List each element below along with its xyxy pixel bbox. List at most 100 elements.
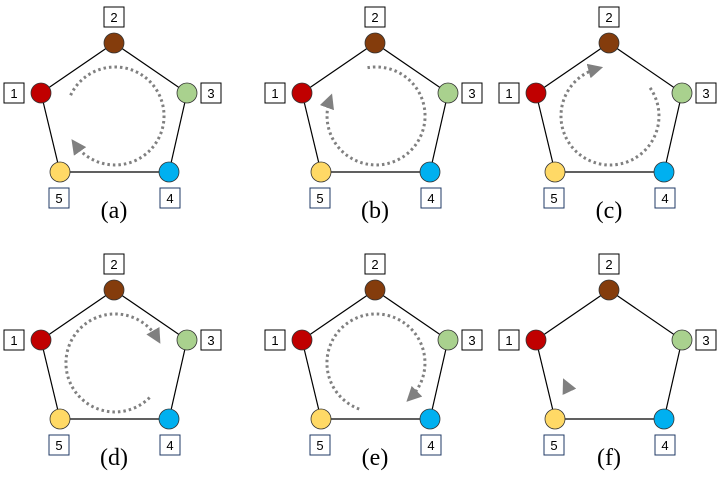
node-label-2: 2 [371, 257, 378, 272]
node-2 [598, 279, 620, 301]
node-label-1: 1 [271, 333, 278, 348]
node-label-box-5 [543, 434, 565, 456]
node-label-1: 1 [505, 333, 512, 348]
node-label-1: 1 [271, 86, 278, 101]
rotation-arrow [64, 312, 161, 414]
rotation-arrow [325, 312, 427, 411]
node-label-box-4 [420, 434, 442, 456]
node-label-2: 2 [605, 257, 612, 272]
node-5 [49, 408, 71, 430]
node-label-box-2 [364, 253, 386, 275]
node-1 [291, 82, 313, 104]
node-5 [310, 408, 332, 430]
node-label-box-3 [200, 82, 222, 104]
node-label-4: 4 [166, 438, 173, 453]
node-label-2: 2 [110, 257, 117, 272]
node-label-box-5 [543, 187, 565, 209]
node-label-box-5 [309, 187, 331, 209]
node-label-5: 5 [55, 438, 62, 453]
node-1 [30, 329, 52, 351]
panel-caption: (f) [597, 445, 621, 471]
rotation-arrow [562, 378, 577, 396]
panel-b: 1 2 3 4 5 (b) [264, 6, 483, 224]
node-label-box-1 [3, 329, 25, 351]
node-5 [544, 161, 566, 183]
node-label-4: 4 [427, 438, 434, 453]
node-1 [525, 82, 547, 104]
node-4 [158, 161, 180, 183]
node-label-4: 4 [661, 191, 668, 206]
node-label-box-1 [264, 82, 286, 104]
panel-e: 1 2 3 4 5 (e) [264, 253, 483, 471]
node-label-5: 5 [316, 438, 323, 453]
node-label-box-3 [461, 329, 483, 351]
node-label-box-3 [461, 82, 483, 104]
node-label-box-2 [598, 6, 620, 28]
node-label-box-4 [159, 187, 181, 209]
node-label-box-2 [103, 6, 125, 28]
node-4 [653, 408, 675, 430]
node-2 [364, 32, 386, 54]
node-label-5: 5 [550, 191, 557, 206]
node-4 [158, 408, 180, 430]
node-label-box-3 [695, 329, 717, 351]
node-label-5: 5 [55, 191, 62, 206]
rotation-arrow [559, 63, 661, 167]
pentagon-edges [301, 289, 449, 420]
node-label-3: 3 [468, 333, 475, 348]
node-label-3: 3 [207, 86, 214, 101]
pentagon-edges [535, 289, 683, 420]
node-label-box-5 [48, 187, 70, 209]
node-label-box-1 [3, 82, 25, 104]
pentagon-edges [301, 42, 449, 173]
node-label-box-3 [200, 329, 222, 351]
node-4 [419, 161, 441, 183]
node-label-3: 3 [468, 86, 475, 101]
node-label-box-4 [159, 434, 181, 456]
node-label-box-1 [498, 329, 520, 351]
node-1 [291, 329, 313, 351]
node-label-5: 5 [316, 191, 323, 206]
node-label-box-1 [498, 82, 520, 104]
node-label-3: 3 [702, 333, 709, 348]
node-4 [653, 161, 675, 183]
node-label-box-5 [309, 434, 331, 456]
node-3 [176, 329, 198, 351]
node-label-box-2 [598, 253, 620, 275]
pentagon-edges [40, 42, 188, 173]
node-label-2: 2 [371, 10, 378, 25]
node-2 [364, 279, 386, 301]
node-3 [437, 329, 459, 351]
node-4 [419, 408, 441, 430]
panel-caption: (b) [361, 198, 389, 224]
rotation-arrow [319, 65, 427, 167]
node-label-2: 2 [110, 10, 117, 25]
panel-caption: (a) [101, 198, 128, 224]
node-label-box-2 [364, 6, 386, 28]
node-label-box-4 [654, 434, 676, 456]
panel-caption: (e) [362, 445, 389, 471]
node-1 [30, 82, 52, 104]
node-label-1: 1 [10, 86, 17, 101]
node-5 [310, 161, 332, 183]
node-label-1: 1 [10, 333, 17, 348]
node-label-box-1 [264, 329, 286, 351]
pentagon-edges [535, 42, 683, 173]
rotation-arrow [69, 65, 166, 167]
node-label-4: 4 [427, 191, 434, 206]
node-label-box-2 [103, 253, 125, 275]
node-3 [671, 329, 693, 351]
node-3 [437, 82, 459, 104]
node-2 [598, 32, 620, 54]
node-label-2: 2 [605, 10, 612, 25]
node-label-box-5 [48, 434, 70, 456]
node-label-3: 3 [702, 86, 709, 101]
node-label-1: 1 [505, 86, 512, 101]
node-label-4: 4 [661, 438, 668, 453]
node-label-box-4 [654, 187, 676, 209]
pentagon-edges [40, 289, 188, 420]
